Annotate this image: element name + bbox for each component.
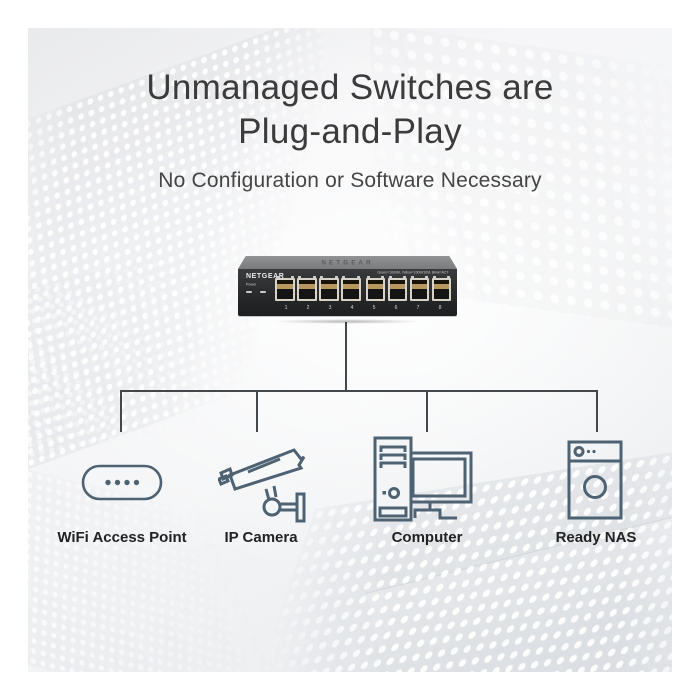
port-number: 7: [416, 305, 420, 311]
page-title: Unmanaged Switches are Plug-and-Play: [28, 66, 672, 154]
switch-power-label: Power: [246, 283, 257, 287]
ethernet-port: [409, 276, 429, 301]
switch-front-face: NETGEAR Green=1000M, Yellow=100M/10M, Bl…: [238, 269, 457, 316]
status-led: [260, 291, 266, 293]
title-line-1: Unmanaged Switches are: [146, 68, 554, 107]
connector-drop-nas: [596, 390, 598, 432]
connector-stem: [345, 322, 347, 390]
port-number-row: 1 2 3 4 5 6 7 8: [275, 305, 451, 311]
ethernet-port: [275, 276, 295, 301]
port-number: 4: [350, 305, 354, 311]
ethernet-port: [431, 276, 451, 301]
switch-drop-shadow: [242, 318, 453, 325]
connector-drop-computer: [426, 390, 428, 432]
connector-drop-wifi: [120, 390, 122, 432]
connector-drop-camera: [256, 390, 258, 432]
ethernet-port: [297, 276, 317, 301]
switch-top-brand-label: NETGEAR: [321, 258, 374, 267]
switch-port-legend: Green=1000M, Yellow=100M/10M, Blink=ACT: [377, 271, 449, 275]
ethernet-port: [387, 276, 407, 301]
computer-icon: [373, 436, 473, 522]
content-area: Unmanaged Switches are Plug-and-Play No …: [28, 28, 672, 672]
network-switch-image: NETGEAR NETGEAR Green=1000M, Yellow=100M…: [238, 256, 457, 325]
ethernet-ports: [275, 276, 451, 301]
port-number: 2: [306, 305, 310, 311]
headline-block: Unmanaged Switches are Plug-and-Play No …: [28, 66, 672, 193]
switch-brand-label: NETGEAR: [246, 273, 285, 280]
connector-horizontal-bar: [120, 390, 598, 392]
ethernet-port: [365, 276, 385, 301]
switch-top-face: NETGEAR: [238, 256, 457, 269]
ready-nas-icon: [567, 440, 623, 520]
ethernet-port: [319, 276, 339, 301]
port-group-1: [275, 276, 361, 301]
page-subtitle: No Configuration or Software Necessary: [158, 169, 542, 192]
device-label-ready-nas: Ready NAS: [555, 529, 637, 546]
device-label-ip-camera: IP Camera: [224, 529, 298, 546]
wifi-access-point-icon: [81, 464, 163, 501]
title-line-2: Plug-and-Play: [238, 112, 462, 151]
port-number: 1: [284, 305, 288, 311]
ip-camera-icon: [218, 448, 306, 523]
device-label-wifi-access-point: WiFi Access Point: [57, 529, 187, 546]
device-label-computer: Computer: [391, 529, 463, 546]
power-led: [246, 291, 252, 293]
port-number: 5: [372, 305, 376, 311]
port-number: 8: [438, 305, 442, 311]
port-group-2: [365, 276, 451, 301]
port-number: 3: [328, 305, 332, 311]
ethernet-port: [341, 276, 361, 301]
port-number: 6: [394, 305, 398, 311]
